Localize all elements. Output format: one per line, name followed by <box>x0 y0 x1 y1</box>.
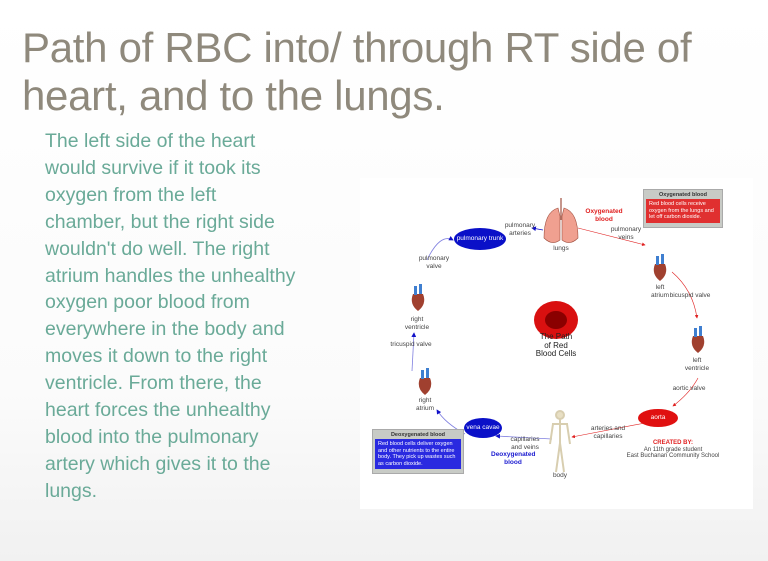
pulmonary-trunk-node: pulmonary trunk <box>454 228 506 250</box>
body-line: wouldn't do well. The right <box>45 237 270 260</box>
arrow-pulm-veins <box>577 227 646 247</box>
aorta-node: aorta <box>638 409 678 427</box>
note-text: Red blood cells deliver oxygen and other… <box>375 439 461 469</box>
vena-cavae-node: vena cavae <box>464 418 502 438</box>
body-line: ventricle. From there, the <box>45 372 262 395</box>
body-line: blood into the pulmonary <box>45 425 259 448</box>
node-label: pulmonary trunk <box>456 235 504 243</box>
note-title: Oxygenated blood <box>659 192 707 198</box>
right-ventricle-heart-icon <box>411 284 425 311</box>
right-atrium-heart-icon <box>418 368 432 395</box>
tricuspid-valve-label: tricuspid valve <box>390 341 432 348</box>
body-line: everywhere in the body and <box>45 318 285 341</box>
right-atrium-label: right atrium <box>415 397 435 412</box>
credit-heading: CREATED BY: <box>652 440 694 446</box>
body-line: oxygen poor blood from <box>45 291 250 314</box>
pulmonary-arteries-label: pulmonary arteries <box>504 222 536 237</box>
credit-line: An 11th grade student <box>643 446 703 453</box>
deoxygenated-blood-label: Deoxygenated blood <box>491 451 536 466</box>
center-title-line: The Path <box>539 332 573 341</box>
rbc-path-diagram: pulmonary trunk aorta vena cavae pulmona… <box>360 178 753 509</box>
slide-body-text: The left side of the heart would survive… <box>45 128 355 505</box>
node-label: vena cavae <box>466 424 500 432</box>
note-text: Red blood cells receive oxygen from the … <box>646 199 720 223</box>
arrow-rv-to-trunk <box>426 235 454 261</box>
arrow-body-to-vena <box>495 433 553 440</box>
flow-arrows <box>411 198 699 473</box>
left-ventricle-label: left ventricle <box>684 357 710 372</box>
arrow-to-lungs <box>531 226 544 232</box>
arrow-la-to-lv <box>671 271 699 319</box>
body-line: atrium handles the unhealthy <box>45 264 296 287</box>
skeleton-icon <box>549 410 571 473</box>
body-line: The left side of the heart <box>45 130 256 152</box>
note-title: Deoxygenated blood <box>390 432 446 438</box>
pulmonary-veins-label: pulmonary veins <box>610 226 642 241</box>
body-line: lungs. <box>45 479 98 502</box>
body-line: heart forces the unhealthy <box>45 399 271 422</box>
title-line: Path of RBC into/ through RT side of <box>22 24 692 71</box>
node-label: aorta <box>650 414 666 422</box>
right-ventricle-label: right ventricle <box>404 316 430 331</box>
arrow-aorta-to-body <box>571 422 646 439</box>
body-label: body <box>552 472 568 479</box>
center-title-line: of Red <box>544 340 568 350</box>
slide-title: Path of RBC into/ through RT side of hea… <box>22 24 762 120</box>
left-atrium-label: left atrium <box>650 284 670 299</box>
oxygenated-note: Oxygenated blood Red blood cells receive… <box>643 189 723 228</box>
center-title-line: Blood Cells <box>535 349 577 358</box>
body-line: chamber, but the right side <box>45 210 275 233</box>
lungs-label: lungs <box>553 245 569 252</box>
credit-line: East Buchanan Community School <box>626 453 720 459</box>
lungs-icon <box>543 198 579 243</box>
left-ventricle-heart-icon <box>691 326 705 353</box>
left-atrium-heart-icon <box>653 254 667 281</box>
body-line: moves it down to the right <box>45 345 268 368</box>
credit-block: CREATED BY: An 11th grade student East B… <box>627 440 720 460</box>
arteries-capillaries-label: arteries and capillaries <box>590 425 626 440</box>
arrow-lv-to-aorta <box>672 377 699 407</box>
body-line: would survive if it took its <box>45 156 261 179</box>
body-line: artery which gives it to the <box>45 452 271 475</box>
red-blood-cell-icon <box>534 301 578 339</box>
diagram-center-title: The Path of Red Blood Cells <box>535 332 577 359</box>
title-line: heart, and to the lungs. <box>22 72 445 119</box>
bicuspid-valve-label: bicuspid valve <box>669 292 711 299</box>
aortic-valve-label: aortic valve <box>672 385 706 392</box>
arrow-ra-to-rv <box>411 332 417 372</box>
pulmonary-valve-label: pulmonary valve <box>418 255 450 270</box>
body-line: oxygen from the left <box>45 183 217 206</box>
capillaries-veins-label: capillaries and veins <box>510 436 540 451</box>
oxygenated-blood-label: Oxygenated blood <box>585 208 623 223</box>
deoxygenated-note: Deoxygenated blood Red blood cells deliv… <box>372 429 464 474</box>
